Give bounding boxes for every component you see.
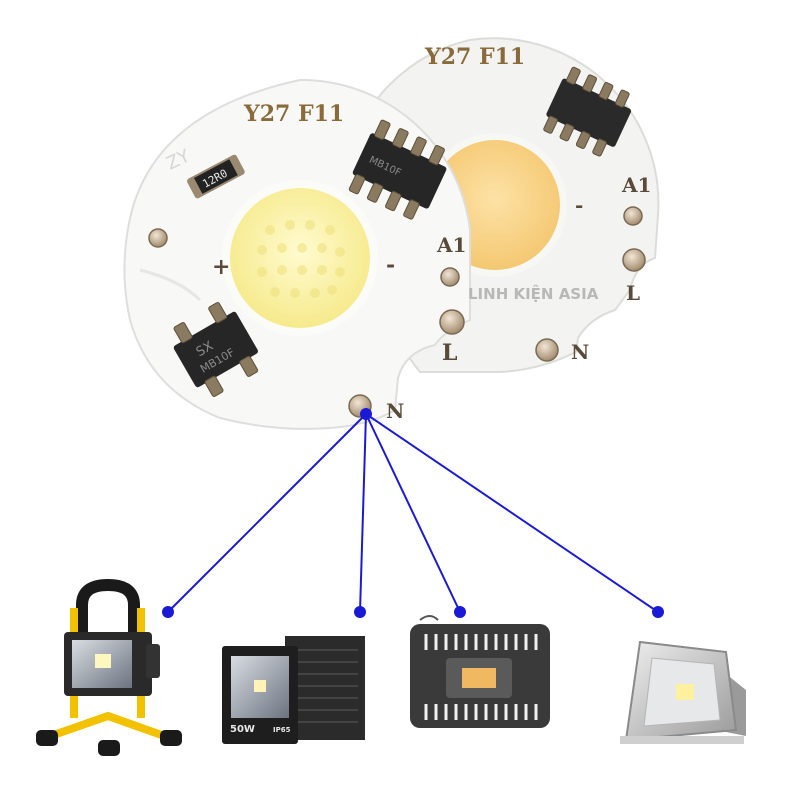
finned-led-chip bbox=[462, 668, 496, 688]
connector-line-2 bbox=[359, 413, 367, 613]
back-pin-l-label: L bbox=[626, 281, 640, 305]
lamp-led bbox=[95, 654, 111, 668]
back-pin-n-pad bbox=[535, 338, 559, 362]
connector-dot-1 bbox=[162, 606, 174, 618]
front-pin-n-label: N bbox=[386, 399, 404, 423]
foot-center bbox=[98, 740, 120, 756]
rectifier-brand: SX bbox=[194, 339, 216, 361]
front-minus-sign: - bbox=[386, 252, 395, 278]
connector-dot-3 bbox=[454, 606, 466, 618]
back-model-label: Y27 F11 bbox=[424, 44, 525, 70]
connector-dot-2 bbox=[354, 606, 366, 618]
back-pin-n-label: N bbox=[571, 340, 589, 364]
front-resistor: 12R0 bbox=[187, 154, 245, 199]
wattage-label: 50W bbox=[230, 724, 255, 735]
stand-legs bbox=[43, 711, 172, 742]
connector-lines bbox=[167, 413, 659, 613]
front-rectifier-chip: SX MB10F bbox=[173, 302, 259, 397]
heatsink-fins bbox=[292, 649, 358, 723]
front-model-label: Y27 F11 bbox=[243, 101, 344, 127]
portable-yellow-stand-floodlight bbox=[36, 578, 182, 756]
connector-line-3 bbox=[365, 413, 461, 613]
power-cable bbox=[419, 615, 439, 621]
black-50w-floodlight: 50W IP65 bbox=[222, 636, 365, 744]
front-pin-a1-label: A1 bbox=[436, 233, 466, 257]
back-pin-a1-label: A1 bbox=[621, 173, 651, 197]
back-driver-chip bbox=[543, 66, 632, 157]
back-minus-sign: - bbox=[575, 193, 583, 217]
front-led-grid bbox=[257, 220, 345, 298]
front-led-chip bbox=[254, 680, 266, 692]
connector-line-4 bbox=[365, 413, 659, 613]
silver-floodlight bbox=[620, 640, 746, 744]
fin-slots bbox=[424, 634, 538, 720]
front-driver-chip: MB10F bbox=[348, 119, 447, 220]
silver-base bbox=[620, 736, 744, 744]
ip-rating-label: IP65 bbox=[273, 726, 291, 734]
lamp-side-box bbox=[146, 644, 160, 678]
front-led-cob bbox=[230, 188, 370, 328]
foot-left bbox=[36, 730, 58, 746]
carry-handle bbox=[76, 578, 140, 640]
front-pin-a1-pad bbox=[440, 267, 460, 287]
foot-right bbox=[160, 730, 182, 746]
back-pin-l-pad bbox=[622, 248, 646, 272]
front-mount-hole bbox=[148, 228, 168, 248]
black-finned-floodlight bbox=[410, 615, 550, 728]
front-pin-l-label: L bbox=[442, 340, 457, 366]
back-pin-a1-pad bbox=[623, 206, 643, 226]
connector-dot-4 bbox=[652, 606, 664, 618]
front-trace bbox=[139, 268, 202, 302]
connector-line-1 bbox=[167, 413, 367, 613]
connector-dots bbox=[162, 408, 664, 618]
connector-origin-dot bbox=[360, 408, 372, 420]
silver-led-chip bbox=[676, 684, 694, 700]
front-led-board: Y27 F11 ZY 12R0 + - MB10F bbox=[123, 78, 471, 430]
front-pin-l-pad bbox=[439, 309, 465, 335]
watermark-text: LINH KIỆN ASIA bbox=[468, 283, 599, 303]
front-plus-sign: + bbox=[212, 254, 230, 280]
